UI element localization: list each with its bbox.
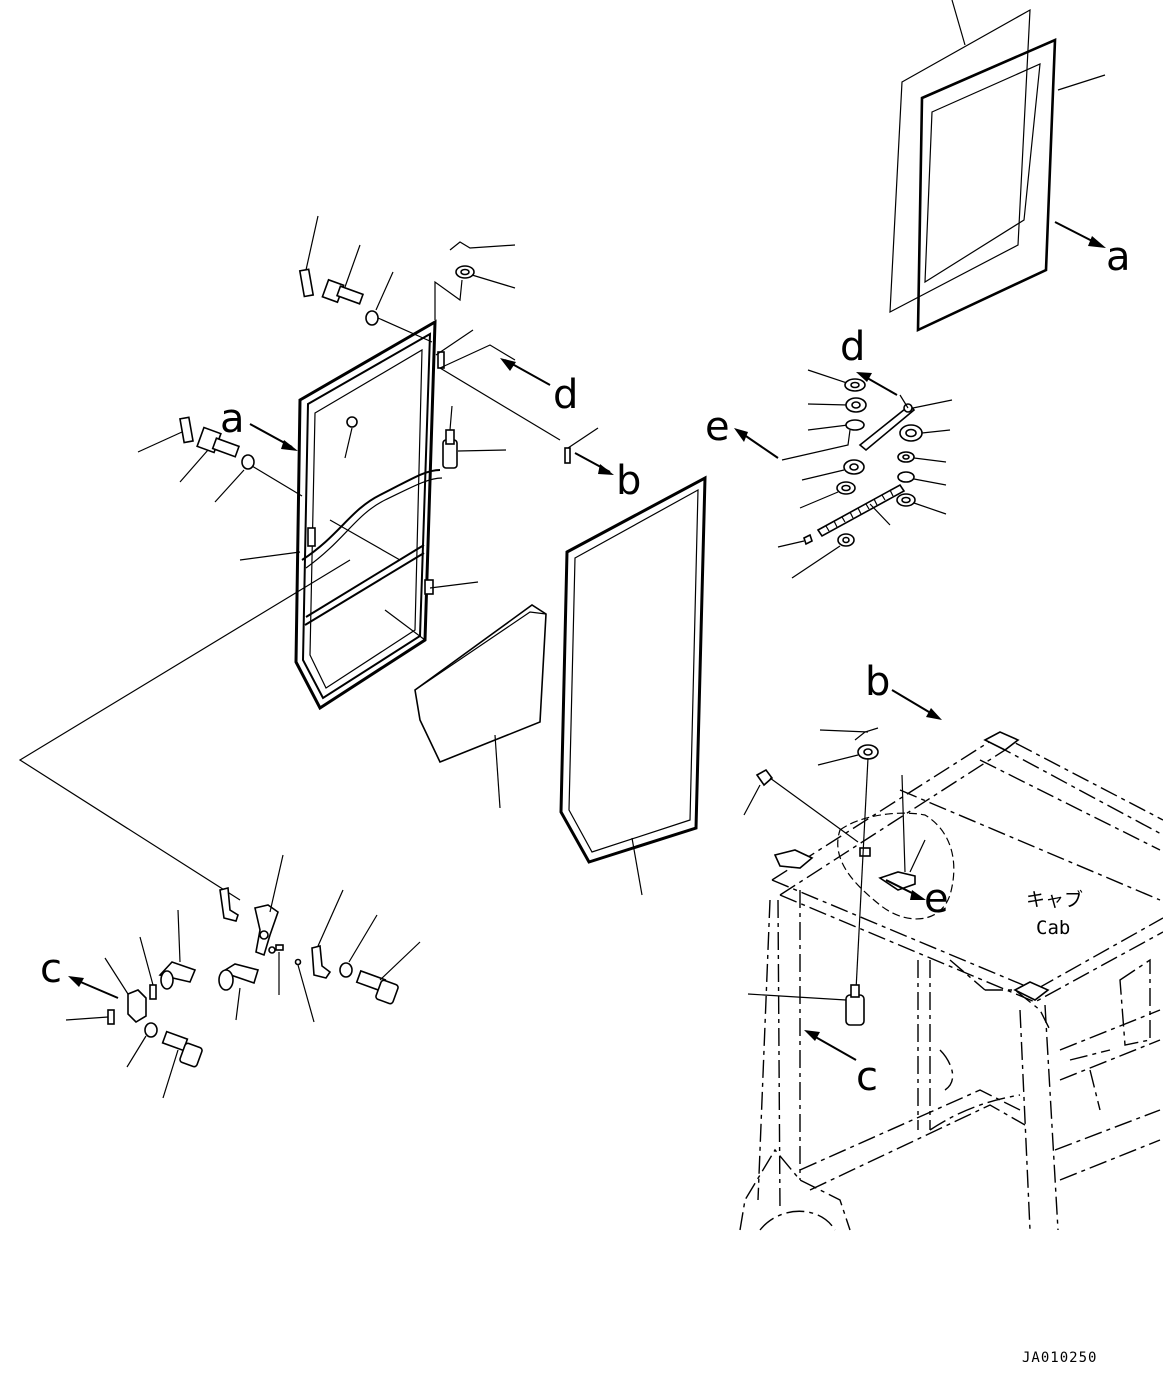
label-b-cab: b [865,659,890,705]
figure-code: JA010250 [1022,1350,1097,1366]
cab-frame [739,731,1163,1231]
hinge-assembly [65,854,421,1099]
hinge-bolt-bottom [161,1030,203,1068]
cab-label-jp: キャブ [1026,888,1083,911]
label-d-rod: d [840,324,865,370]
lower-glass-panel [414,604,547,809]
door-left-hardware [137,416,303,503]
label-a-door: a [220,396,245,442]
leader-hinge [18,559,351,901]
label-c-cab: c [856,1054,878,1100]
label-e-cab: e [924,876,949,922]
label-e-rod: e [705,404,730,450]
label-b-door: b [616,458,641,504]
cab-hardware [743,689,942,1061]
hinge-screw-a [158,961,197,990]
hinge-bolt-right [355,969,399,1005]
label-c-hinge: c [40,946,62,992]
rod-assembly [734,369,953,579]
bolt-top [321,278,365,305]
door-seal [559,475,707,896]
hinge-screw-b [218,963,260,991]
cab-pin [845,984,865,1026]
door-frame [239,319,479,711]
bolt-left [196,426,241,458]
label-a-glass: a [1106,234,1131,280]
door-pin [442,405,614,475]
leader-inner2 [384,609,426,641]
window-glass-assembly [889,0,1106,333]
cab-label-en: Cab [1036,917,1070,939]
leader-inner [329,519,401,561]
door-top-hardware [298,215,561,441]
label-d-door: d [553,372,578,418]
